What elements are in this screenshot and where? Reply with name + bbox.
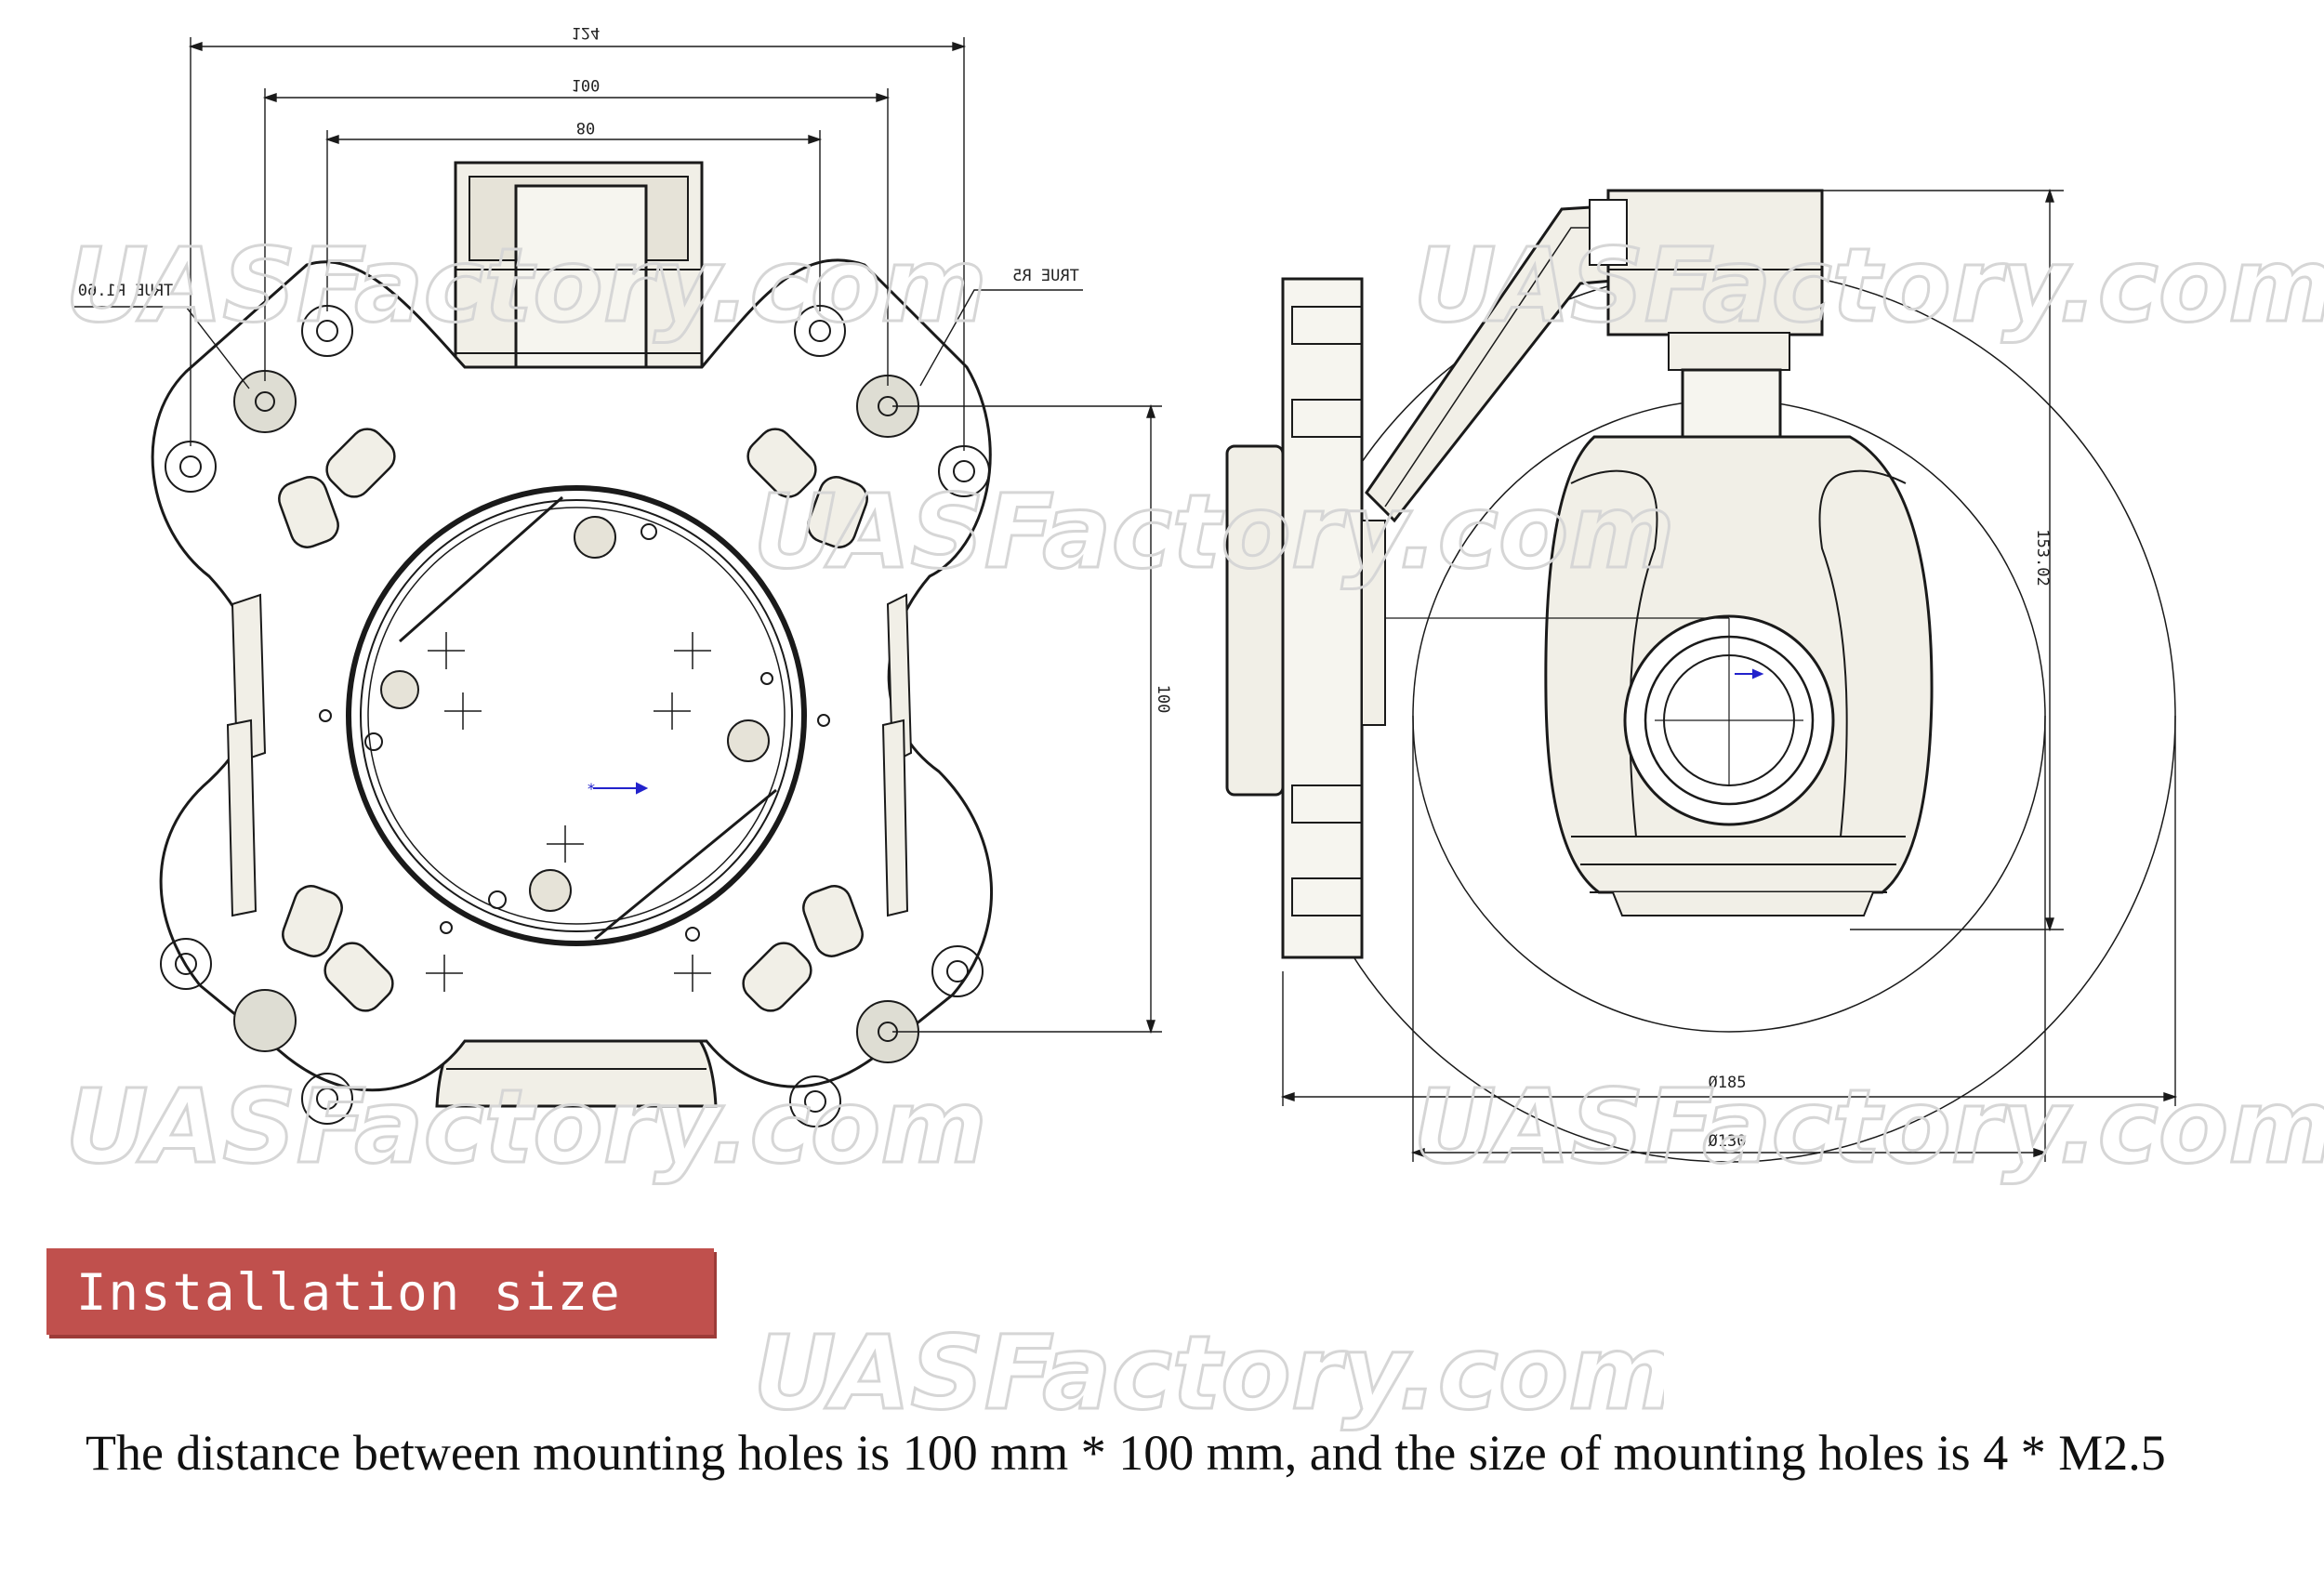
dim-diam-outer: Ø185 [1709, 1074, 1747, 1092]
callout-left: TRUE R1.60 [78, 282, 173, 300]
section-title-banner: Installation size [46, 1248, 714, 1335]
dimensions-left [74, 37, 1162, 1035]
dimensions-right [1280, 188, 2178, 1162]
svg-text:UASFactory.com: UASFactory.com [753, 472, 1675, 591]
mounting-plate-top-view: * [151, 161, 993, 1127]
watermark-bottom: UASFactory.com [753, 1312, 1664, 1434]
svg-text:*: * [588, 780, 595, 798]
svg-text:UASFactory.com: UASFactory.com [65, 226, 987, 345]
svg-text:UASFactory.com: UASFactory.com [1413, 226, 2324, 345]
callout-right: TRUE R5 [1012, 267, 1079, 285]
gimbal-side-view [1225, 189, 2176, 1163]
dim-diam-inner: Ø130 [1709, 1132, 1747, 1151]
dim-80: 80 [576, 118, 595, 137]
dim-100: 100 [572, 75, 601, 94]
technical-drawing: * [64, 23, 2324, 1188]
installation-description: The distance between mounting holes is 1… [86, 1425, 2166, 1481]
dim-vertical-left: 100 [1154, 685, 1172, 714]
section-title: Installation size [76, 1263, 622, 1322]
svg-text:UASFactory.com: UASFactory.com [753, 1313, 1664, 1432]
dimension-labels: 124 100 80 100 153.02 Ø185 Ø130 TRUE R1.… [78, 23, 2052, 1151]
dim-124: 124 [572, 23, 601, 42]
svg-text:UASFactory.com: UASFactory.com [1413, 1067, 2324, 1186]
watermarks: UASFactory.com UASFactory.com UASFactory… [64, 225, 2324, 1188]
dim-vertical-right: 153.02 [2033, 529, 2052, 586]
svg-text:UASFactory.com: UASFactory.com [65, 1067, 987, 1186]
